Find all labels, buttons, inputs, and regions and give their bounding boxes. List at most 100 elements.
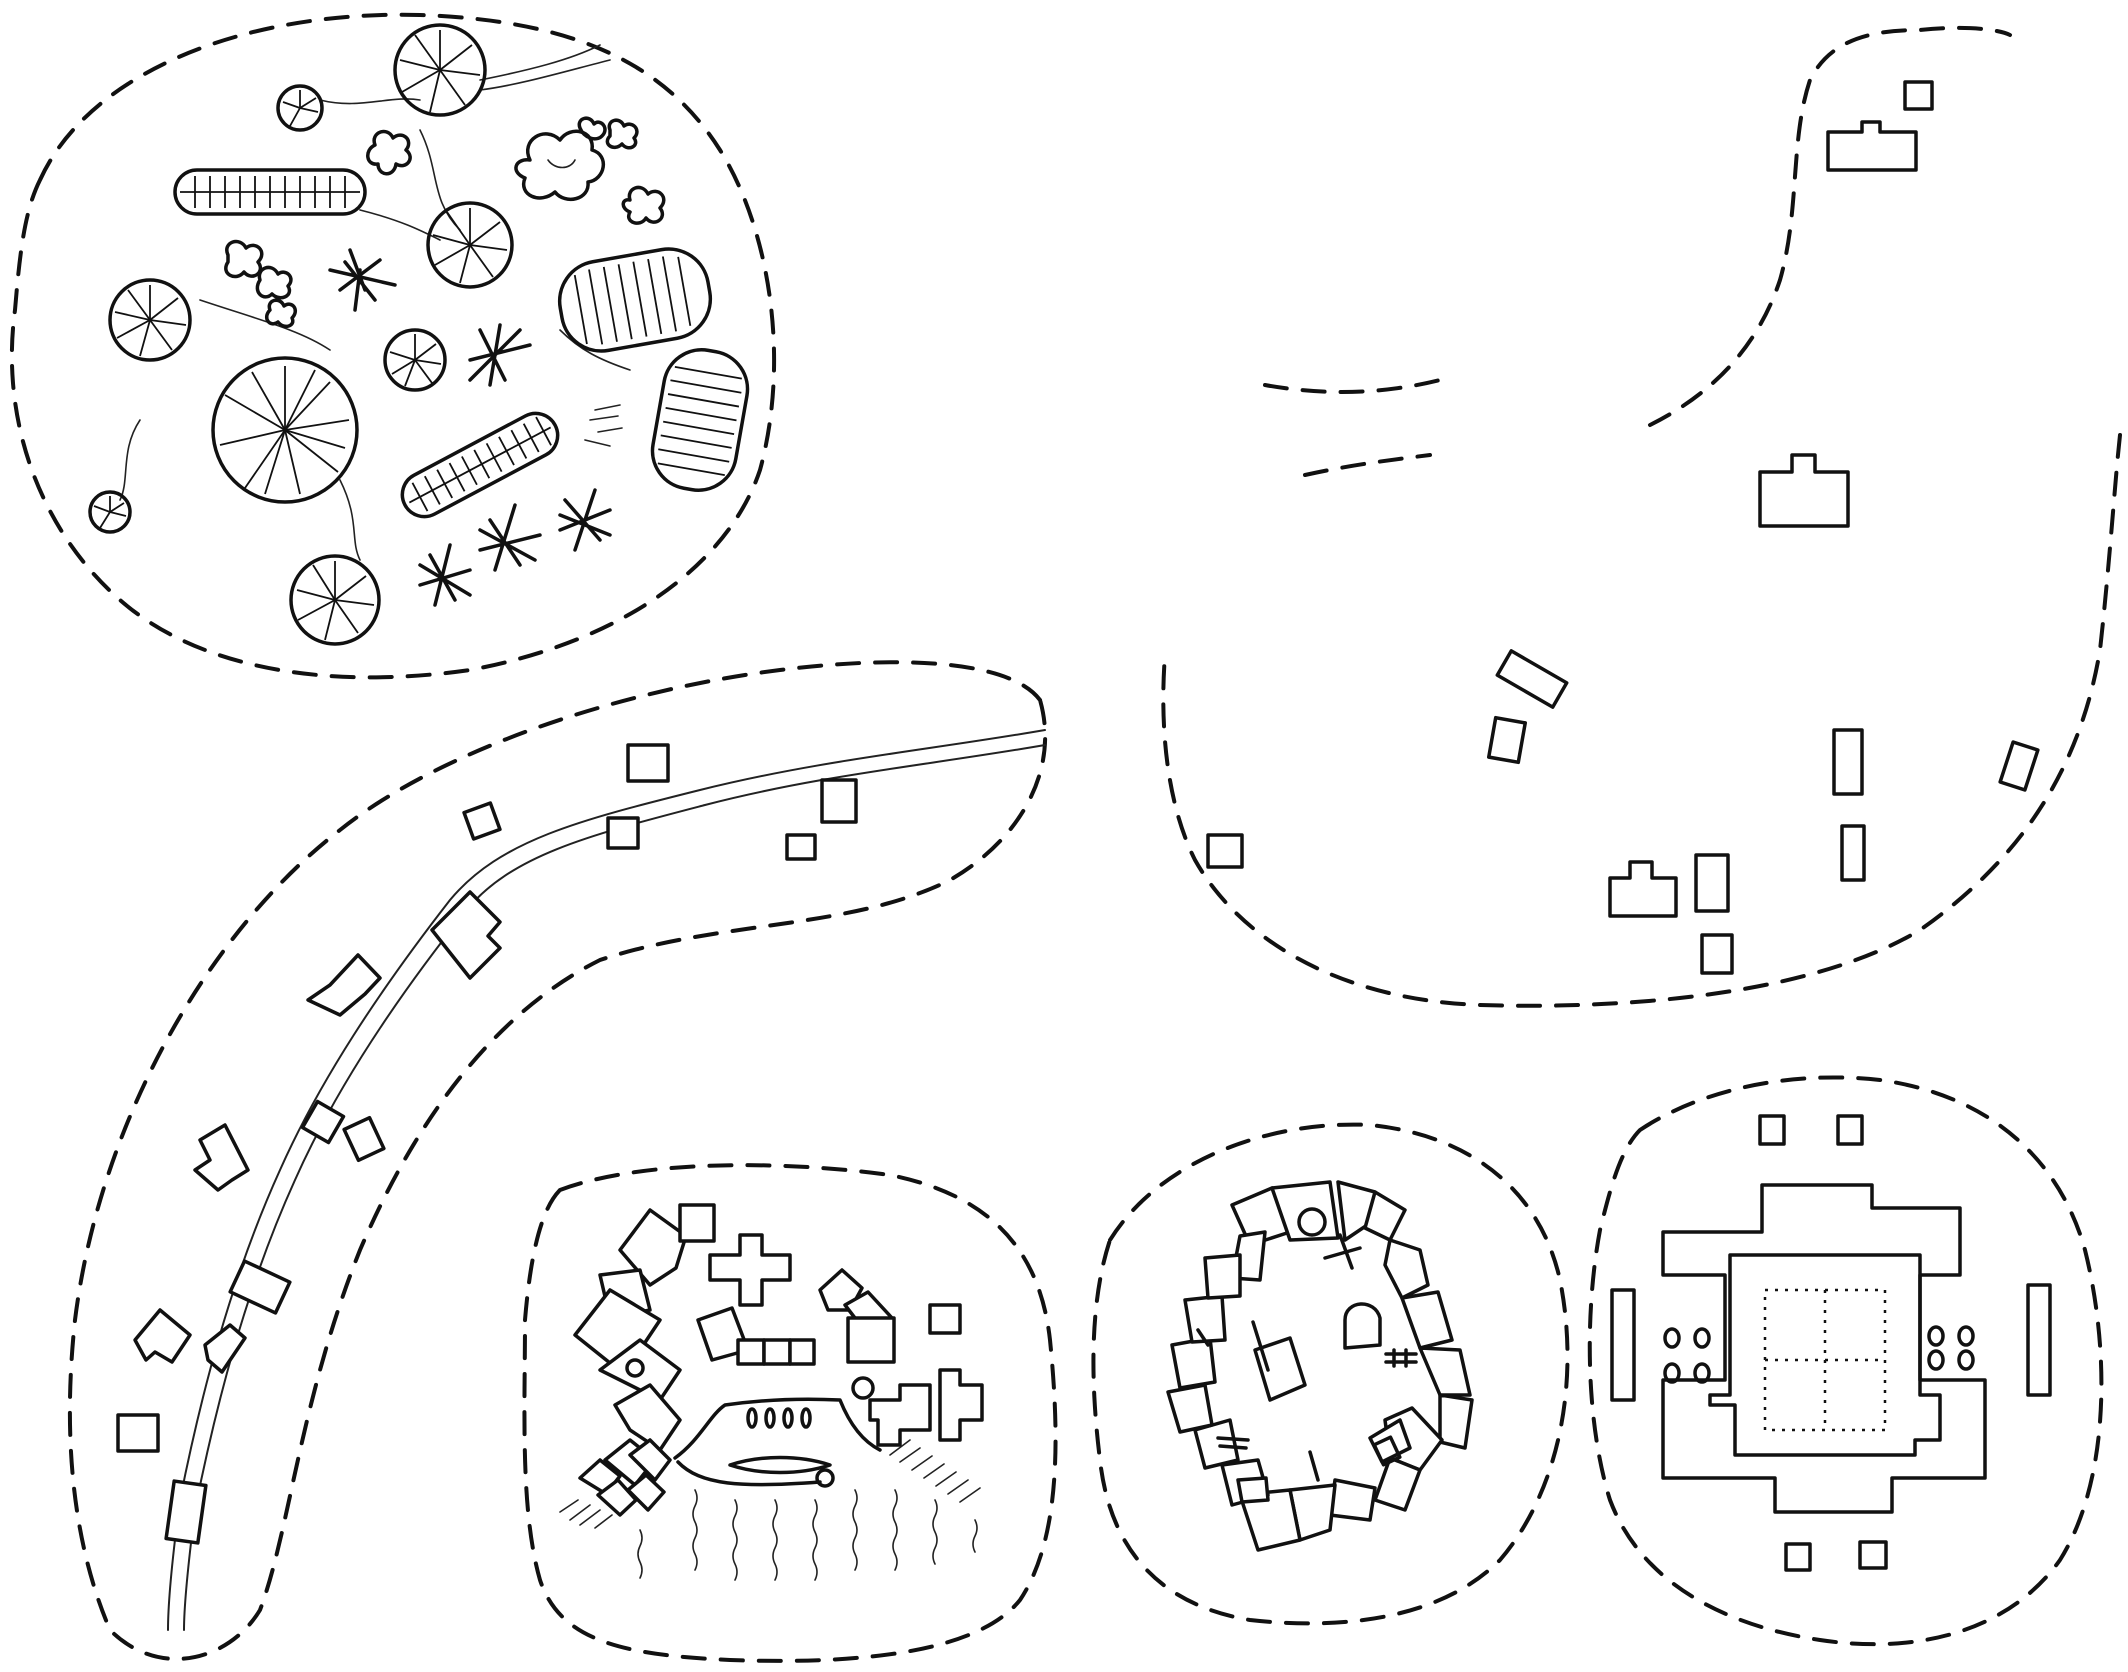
- building: [678, 1203, 716, 1243]
- tree-clump: [557, 247, 713, 353]
- columns: [1663, 1325, 1975, 1384]
- ring-settlement: [1091, 1122, 1570, 1626]
- building: [462, 801, 502, 841]
- central-buildings: [1253, 1302, 1382, 1402]
- building: [618, 1208, 688, 1287]
- dispersed-boundary: [1648, 25, 2012, 427]
- building: [1858, 1540, 1888, 1570]
- building: [708, 1233, 792, 1307]
- footpath: [319, 98, 421, 105]
- building: [1206, 833, 1244, 869]
- building: [1826, 120, 1918, 172]
- footpath: [339, 479, 361, 561]
- shrub: [366, 129, 412, 176]
- building: [613, 1383, 682, 1452]
- tree-canopy: [108, 278, 192, 362]
- building: [938, 1368, 984, 1442]
- tree-canopy: [426, 201, 514, 289]
- footpath: [479, 44, 601, 81]
- tree-row: [173, 168, 367, 216]
- dispersed-boundary: [1303, 453, 1432, 477]
- shrub: [224, 239, 297, 329]
- building: [1832, 728, 1864, 796]
- palm-symbol: [468, 323, 532, 387]
- tree-canopy: [88, 490, 132, 534]
- woodland-cluster: [9, 12, 777, 680]
- mooring-posts: [746, 1407, 812, 1429]
- linear-settlement-boundary: [67, 660, 1048, 1661]
- waterfront-boundary: [522, 1163, 1058, 1663]
- building: [1487, 715, 1527, 765]
- woodland-boundary: [9, 12, 777, 680]
- building: [762, 1338, 792, 1366]
- footpath: [559, 329, 631, 371]
- building: [203, 1323, 247, 1374]
- palm-symbol: [328, 248, 397, 312]
- building: [1700, 933, 1734, 975]
- courtyard-complex: [1661, 1183, 1987, 1514]
- tree-canopy: [289, 554, 381, 646]
- footpath: [359, 209, 441, 241]
- dispersed-boundary: [1161, 433, 2122, 1008]
- building: [820, 778, 858, 824]
- building: [626, 743, 670, 783]
- dispersed-settlement: [1161, 25, 2122, 1008]
- linear-roadside-settlement: [67, 660, 1048, 1661]
- building: [868, 1383, 932, 1447]
- building: [133, 1308, 192, 1364]
- tree-canopy: [276, 84, 324, 132]
- reed-marks: [584, 404, 623, 447]
- building: [928, 1303, 962, 1335]
- building: [625, 1358, 645, 1378]
- building: [1608, 860, 1678, 918]
- building: [1903, 80, 1934, 111]
- palm-symbol: [558, 488, 612, 552]
- tree-clump: [650, 348, 750, 492]
- building: [1495, 649, 1569, 709]
- building: [342, 1115, 386, 1163]
- inner-courtyard: [1708, 1253, 1942, 1457]
- palm-symbol: [478, 503, 542, 572]
- building: [606, 816, 640, 850]
- building: [116, 1413, 160, 1453]
- tree-row: [400, 411, 560, 519]
- waterfront-settlement: [522, 1163, 1058, 1663]
- building: [1998, 740, 2040, 792]
- building: [846, 1316, 896, 1364]
- building: [2026, 1283, 2052, 1397]
- building: [736, 1338, 766, 1366]
- building: [164, 1479, 208, 1545]
- shrub: [577, 116, 639, 150]
- tree-canopy: [393, 23, 487, 117]
- tree-canopy: [383, 328, 447, 392]
- tree-canopy: [211, 356, 359, 504]
- building: [228, 1259, 292, 1315]
- building: [430, 890, 502, 980]
- boat: [728, 1455, 832, 1475]
- footpath: [199, 299, 331, 351]
- embankment: [559, 1439, 981, 1529]
- shrub: [514, 129, 605, 202]
- footpath: [119, 419, 141, 501]
- building: [788, 1338, 816, 1366]
- building: [1836, 1114, 1864, 1146]
- building: [1694, 853, 1730, 913]
- building: [851, 1376, 875, 1400]
- building: [193, 1123, 250, 1192]
- footpath: [479, 59, 611, 91]
- shoreline: [673, 1397, 882, 1460]
- building: [306, 953, 382, 1017]
- ring-boundary: [1091, 1122, 1570, 1626]
- courtyard-boundary: [1587, 1075, 2104, 1647]
- jetty: [676, 1460, 822, 1487]
- ring-gate-marks: [1196, 1233, 1418, 1482]
- building: [1758, 453, 1850, 528]
- planned-courtyard-complex: [1587, 1075, 2104, 1647]
- dispersed-boundary: [1263, 378, 1442, 394]
- building: [1758, 1114, 1786, 1146]
- water: [637, 1489, 978, 1581]
- building: [1840, 824, 1866, 882]
- building: [300, 1099, 346, 1145]
